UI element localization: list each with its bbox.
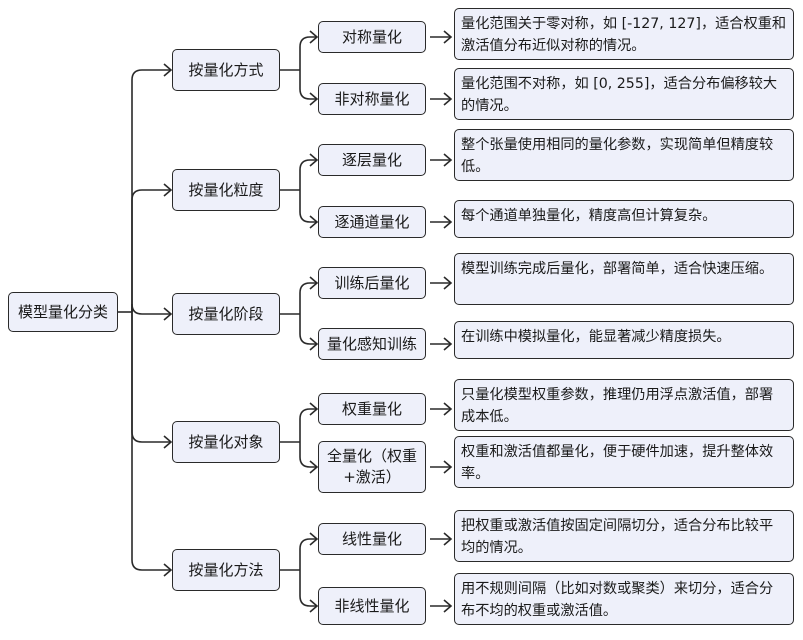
item-node: 非对称量化 bbox=[318, 83, 426, 115]
category-node: 按量化方法 bbox=[172, 549, 280, 591]
category-to-item-line bbox=[299, 282, 317, 314]
description-box: 整个张量使用相同的量化参数，实现简单但精度较低。 bbox=[454, 129, 794, 181]
description-box: 把权重或激活值按固定间隔切分，适合分布比较平均的情况。 bbox=[454, 510, 794, 562]
category-to-item-line bbox=[299, 159, 317, 190]
arrow-head-icon bbox=[443, 30, 453, 44]
item-node: 线性量化 bbox=[318, 523, 426, 555]
description-box: 每个通道单独量化，精度高但计算复杂。 bbox=[454, 200, 794, 238]
description-box: 在训练中模拟量化，能显著减少精度损失。 bbox=[454, 321, 794, 359]
category-node: 按量化方式 bbox=[172, 49, 280, 91]
arrow-head-icon bbox=[163, 307, 173, 321]
arrow-head-icon bbox=[309, 532, 319, 546]
arrow-head-icon bbox=[309, 460, 319, 474]
arrow-head-icon bbox=[163, 563, 173, 577]
arrow-head-icon bbox=[443, 460, 453, 474]
arrow-head-icon bbox=[309, 215, 319, 229]
description-box: 模型训练完成后量化，部署简单，适合快速压缩。 bbox=[454, 253, 794, 305]
arrow-head-icon bbox=[443, 532, 453, 546]
description-box: 量化范围不对称，如 [0, 255]，适合分布偏移较大的情况。 bbox=[454, 68, 794, 120]
root-to-category-line bbox=[131, 312, 171, 571]
item-node: 权重量化 bbox=[318, 393, 426, 425]
description-box: 权重和激活值都量化，便于硬件加速，提升整体效率。 bbox=[454, 436, 794, 488]
category-to-item-line bbox=[299, 36, 317, 70]
root-to-category-line bbox=[131, 303, 171, 315]
arrow-head-icon bbox=[443, 92, 453, 106]
description-box: 用不规则间隔（比如对数或聚类）来切分，适合分布不均的权重或激活值。 bbox=[454, 573, 794, 625]
arrow-head-icon bbox=[309, 337, 319, 351]
arrow-head-icon bbox=[443, 599, 453, 613]
arrow-head-icon bbox=[309, 402, 319, 416]
item-node: 逐通道量化 bbox=[318, 206, 426, 238]
arrow-head-icon bbox=[443, 276, 453, 290]
arrow-head-icon bbox=[309, 276, 319, 290]
category-to-item-line bbox=[299, 314, 317, 345]
item-node: 全量化（权重+激活） bbox=[318, 441, 426, 493]
category-to-item-line bbox=[299, 70, 317, 100]
category-node: 按量化对象 bbox=[172, 421, 280, 463]
arrow-head-icon bbox=[309, 153, 319, 167]
category-to-item-line bbox=[299, 408, 317, 442]
arrow-head-icon bbox=[163, 183, 173, 197]
arrow-head-icon bbox=[163, 63, 173, 77]
arrow-head-icon bbox=[309, 599, 319, 613]
arrow-head-icon bbox=[443, 337, 453, 351]
arrow-head-icon bbox=[309, 92, 319, 106]
root-to-category-line bbox=[131, 69, 171, 312]
category-to-item-line bbox=[299, 442, 317, 468]
item-node: 训练后量化 bbox=[318, 267, 426, 299]
category-to-item-line bbox=[299, 570, 317, 607]
root-to-category-line bbox=[131, 189, 171, 312]
arrow-head-icon bbox=[309, 30, 319, 44]
arrow-head-icon bbox=[443, 215, 453, 229]
description-box: 只量化模型权重参数，推理仍用浮点激活值，部署成本低。 bbox=[454, 379, 794, 431]
item-node: 量化感知训练 bbox=[318, 328, 426, 360]
item-node: 逐层量化 bbox=[318, 144, 426, 176]
category-to-item-line bbox=[299, 190, 317, 223]
category-node: 按量化阶段 bbox=[172, 293, 280, 335]
item-node: 非线性量化 bbox=[318, 587, 426, 625]
arrow-head-icon bbox=[443, 153, 453, 167]
description-box: 量化范围关于零对称，如 [-127, 127]，适合权重和激活值分布近似对称的情… bbox=[454, 8, 794, 60]
category-to-item-line bbox=[299, 538, 317, 570]
item-node: 对称量化 bbox=[318, 21, 426, 53]
root-node: 模型量化分类 bbox=[8, 292, 118, 332]
category-node: 按量化粒度 bbox=[172, 169, 280, 211]
arrow-head-icon bbox=[443, 402, 453, 416]
arrow-head-icon bbox=[163, 435, 173, 449]
